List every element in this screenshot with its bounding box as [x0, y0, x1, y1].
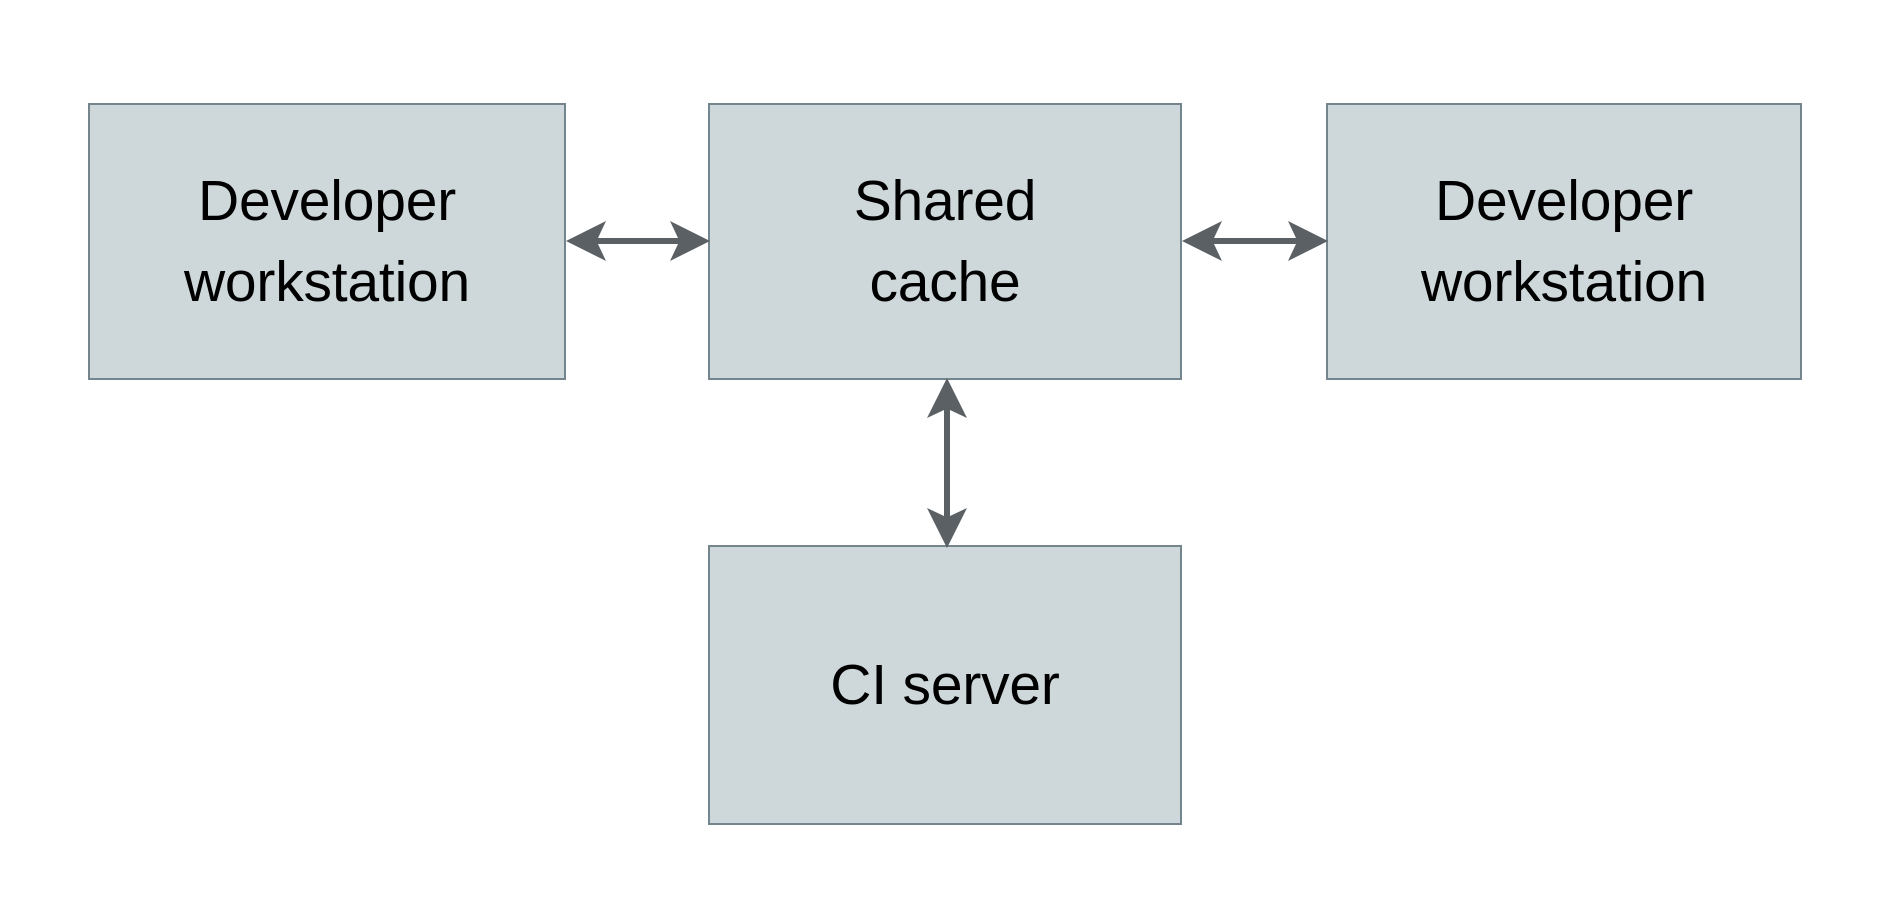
connector-cache-to-right-workstation [1182, 221, 1328, 261]
node-shared-cache[interactable]: Shared cache [708, 103, 1182, 380]
node-label: Shared cache [853, 168, 1037, 314]
double-arrow-icon [566, 221, 710, 261]
double-arrow-icon [1182, 221, 1328, 261]
node-label: CI server [830, 652, 1060, 717]
node-dev-workstation-left[interactable]: Developer workstation [88, 103, 566, 380]
node-label: Developer workstation [183, 168, 471, 314]
connector-left-workstation-to-cache [566, 221, 710, 261]
node-ci-server[interactable]: CI server [708, 545, 1182, 825]
node-label: Developer workstation [1420, 168, 1708, 314]
connector-cache-to-ci-server [927, 378, 967, 548]
node-dev-workstation-right[interactable]: Developer workstation [1326, 103, 1802, 380]
double-arrow-icon [927, 378, 967, 548]
